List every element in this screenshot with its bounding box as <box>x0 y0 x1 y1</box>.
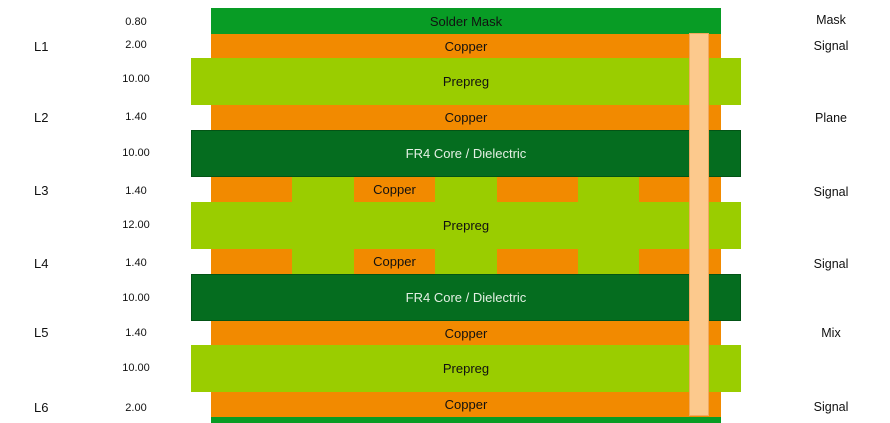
prepreg-2-label: Prepreg <box>442 218 490 233</box>
l4-copper-trace: Copper <box>354 249 435 274</box>
thickness-l2-copper: 1.40 <box>125 111 147 123</box>
prepreg-layer-2: Prepreg <box>191 202 741 249</box>
core-layer-2: FR4 Core / Dielectric <box>191 274 741 321</box>
thickness-prepreg-3: 10.00 <box>122 362 150 374</box>
layer-type-l6: Signal <box>813 400 849 414</box>
prepreg-1-label: Prepreg <box>442 74 490 89</box>
l5-copper-layer: Copper <box>211 321 721 345</box>
layer-name-l5: L5 <box>34 325 49 340</box>
core-layer-1: FR4 Core / Dielectric <box>191 130 741 177</box>
l4-copper-trace <box>211 249 292 274</box>
l2-copper-label: Copper <box>444 110 488 125</box>
plated-via <box>689 33 709 416</box>
layer-name-l2: L2 <box>34 110 49 125</box>
thickness-prepreg-1: 10.00 <box>122 73 150 85</box>
core-1-label: FR4 Core / Dielectric <box>405 146 527 161</box>
layer-type-l4: Signal <box>813 257 849 271</box>
layer-name-l1: L1 <box>34 39 49 54</box>
l3-copper-trace <box>211 177 292 202</box>
thickness-l1-copper: 2.00 <box>125 39 147 51</box>
prepreg-layer-3: Prepreg <box>191 345 741 392</box>
layer-name-l3: L3 <box>34 183 49 198</box>
l4-copper-label: Copper <box>373 254 416 269</box>
core-2-label: FR4 Core / Dielectric <box>405 290 527 305</box>
solder-mask-layer: Solder Mask <box>211 8 721 34</box>
layer-name-l4: L4 <box>34 256 49 271</box>
l4-copper-trace <box>497 249 578 274</box>
layer-type-l1: Signal <box>813 39 849 53</box>
l4-prepreg-gap <box>292 249 354 274</box>
layer-name-l6: L6 <box>34 400 49 415</box>
thickness-l3-copper: 1.40 <box>125 185 147 197</box>
l6-copper-label: Copper <box>444 397 488 412</box>
layer-type-mask: Mask <box>816 13 846 27</box>
l1-copper-layer: Copper <box>211 34 721 58</box>
l4-prepreg-gap <box>435 249 497 274</box>
l2-copper-layer: Copper <box>211 105 721 130</box>
prepreg-layer-1: Prepreg <box>191 58 741 105</box>
layer-type-l5: Mix <box>821 326 841 340</box>
thickness-l6-copper: 2.00 <box>125 402 147 414</box>
thickness-l4-copper: 1.40 <box>125 257 147 269</box>
thickness-core-2: 10.00 <box>122 292 150 304</box>
l5-copper-label: Copper <box>444 325 488 341</box>
thickness-l5-copper: 1.40 <box>125 327 147 339</box>
prepreg-3-label: Prepreg <box>442 361 490 376</box>
thickness-solder-mask: 0.80 <box>125 16 147 28</box>
l3-copper-trace <box>497 177 578 202</box>
thickness-core-1: 10.00 <box>122 147 150 159</box>
bottom-solder-mask-layer <box>211 417 721 423</box>
layer-type-l2: Plane <box>815 111 847 125</box>
l6-copper-layer: Copper <box>211 392 721 417</box>
layer-type-l3: Signal <box>813 185 849 199</box>
l1-copper-label: Copper <box>444 38 488 54</box>
l3-copper-label: Copper <box>373 182 416 197</box>
l3-prepreg-gap <box>578 177 639 202</box>
l3-copper-trace: Copper <box>354 177 435 202</box>
l4-prepreg-gap <box>578 249 639 274</box>
l3-prepreg-gap <box>435 177 497 202</box>
l3-prepreg-gap <box>292 177 354 202</box>
solder-mask-label: Solder Mask <box>429 13 503 29</box>
thickness-prepreg-2: 12.00 <box>122 219 150 231</box>
